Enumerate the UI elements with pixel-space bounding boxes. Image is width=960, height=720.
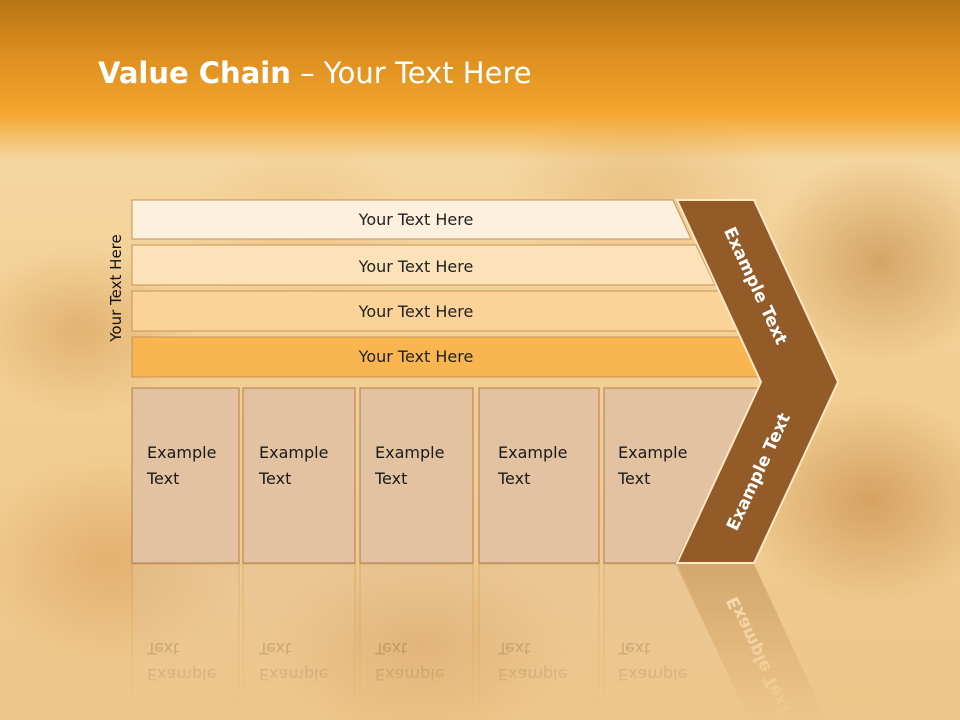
band-4-label: Your Text Here (358, 347, 474, 366)
band-3-label: Your Text Here (358, 302, 474, 321)
reflection-box-3 (359, 563, 474, 720)
reflection-box-1 (131, 563, 240, 720)
reflection-box-2-label: ExampleText (258, 639, 328, 684)
reflection-box-5 (603, 563, 752, 720)
band-2-shape (131, 244, 716, 286)
diagram-main: Your Text Here Your Text Here Your Text … (131, 199, 840, 564)
diagram-reflection: ExampleText ExampleText ExampleText Exam… (131, 563, 827, 720)
band-1-label: Your Text Here (358, 210, 474, 229)
slide-title-bold: Value Chain (98, 56, 291, 90)
reflection-box-2 (242, 563, 356, 720)
slide-title-rest: – Your Text Here (290, 56, 532, 90)
slide-title: Value Chain – Your Text Here (98, 56, 532, 90)
header-band (0, 0, 960, 160)
reflection-chevron (677, 564, 827, 720)
reflection-box-5-label: ExampleText (617, 639, 687, 684)
band-1-shape (131, 199, 692, 240)
reflection-box-4 (478, 563, 600, 720)
activity-box-4 (478, 387, 600, 564)
reflection-box-4-label: ExampleText (497, 639, 567, 684)
chevron-margin-arrow (675, 199, 840, 564)
reflection-box-3-label: ExampleText (374, 639, 444, 684)
activity-box-1 (131, 387, 240, 564)
activity-box-3 (359, 387, 474, 564)
reflection-box-1-label: ExampleText (146, 639, 216, 684)
activity-box-2 (242, 387, 356, 564)
band-2-label: Your Text Here (358, 257, 474, 276)
